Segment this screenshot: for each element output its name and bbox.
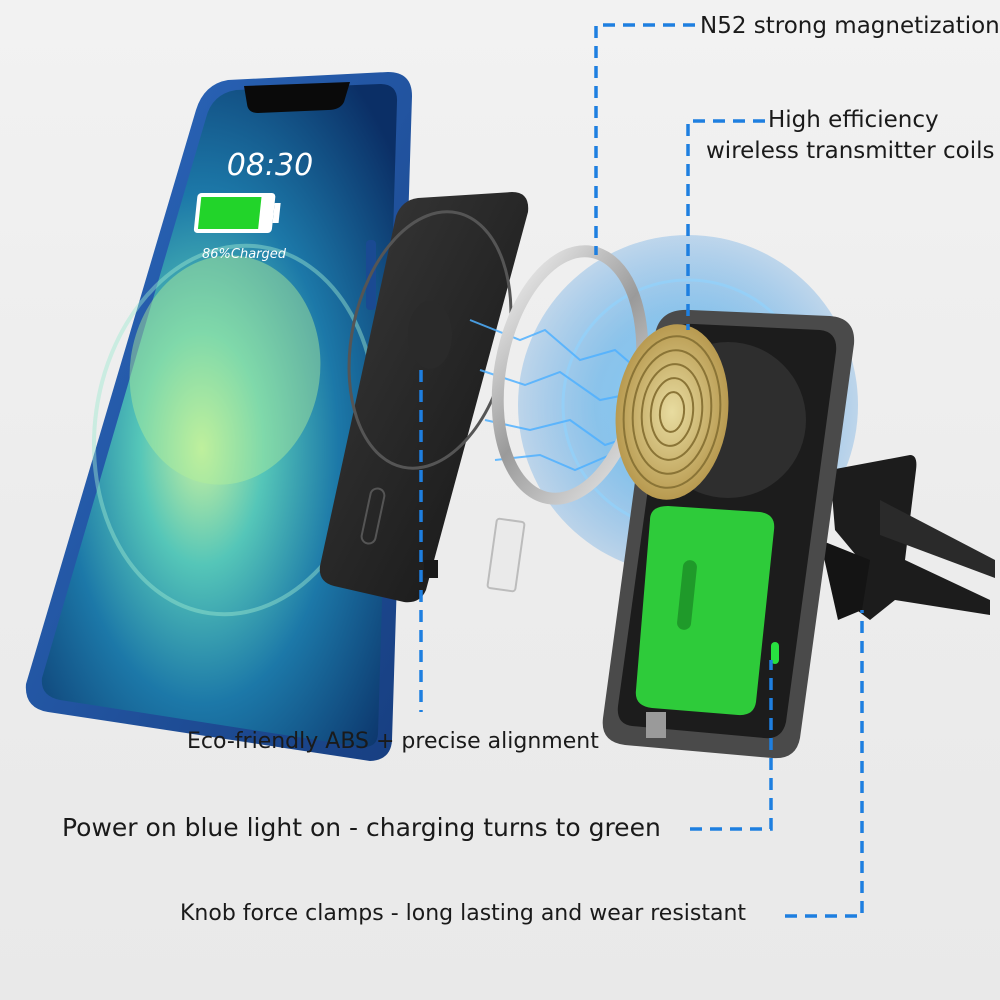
charge-status: 86%Charged [202, 247, 287, 262]
wireless-coil [615, 324, 729, 500]
phone-screen [41, 84, 398, 748]
label-coils-line1: High efficiency [768, 107, 939, 133]
phone: 08:30 86%Charged [25, 72, 412, 761]
callout-line-clamps [785, 610, 864, 918]
clip-body [830, 455, 990, 620]
usb-port [646, 712, 666, 738]
battery-icon [193, 193, 281, 233]
battery-tip [272, 203, 281, 223]
pcb-slot [677, 560, 697, 630]
coil-windings [622, 335, 722, 489]
label-clamps: Knob force clamps - long lasting and wea… [180, 901, 747, 926]
coil-disc [615, 324, 729, 500]
callout-lines [419, 23, 864, 918]
clock-time: 08:30 [227, 148, 313, 183]
callout-line-magnetization [594, 23, 695, 255]
clip-prong [880, 500, 995, 578]
vent-clip [820, 455, 995, 620]
label-power-light: Power on blue light on - charging turns … [62, 813, 661, 842]
label-abs: Eco-friendly ABS + precise alignment [187, 729, 599, 754]
callout-line-coils [686, 119, 765, 330]
pad-tab [424, 560, 438, 578]
label-magnetization: N52 strong magnetization [700, 13, 1000, 39]
status-led [771, 642, 779, 664]
battery-fill [197, 197, 262, 229]
ring-tab [486, 517, 526, 593]
pad-body [319, 192, 529, 603]
clip-arm [820, 540, 870, 620]
pad-center [408, 301, 452, 369]
callout-line-power [690, 660, 773, 831]
wallpaper-disc [129, 255, 321, 485]
pad-slot [360, 487, 386, 545]
label-coils-line2: wireless transmitter coils [706, 138, 995, 164]
pcb-board [635, 506, 775, 716]
phone-notch [244, 82, 350, 113]
